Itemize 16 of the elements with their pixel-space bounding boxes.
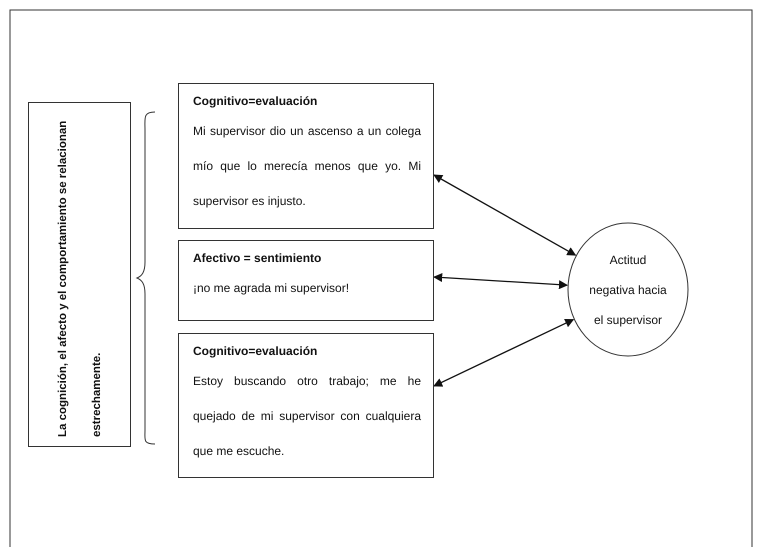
box-text: Mi supervisor dio un ascenso a un colega mío que lo merecía menos que yo. Mi supervisor es injusto. [193, 123, 421, 210]
box-heading: Cognitivo=evaluación [193, 343, 318, 360]
box-text: Estoy buscando otro trabajo; me he quejado de mi supervisor con cualquiera que me escuche. [193, 373, 421, 460]
node-text: Actitud negativa hacia el supervisor [588, 252, 668, 328]
box-heading: Afectivo = sentimiento [193, 250, 322, 267]
double-arrow [433, 318, 574, 387]
summary-box [28, 102, 131, 447]
double-arrow [433, 174, 576, 256]
component-box [178, 83, 434, 229]
summary-text: La cognición, el afecto y el comportamiento se relacionan estrechamente. [56, 120, 104, 437]
attitude-circle [567, 222, 689, 357]
box-text: ¡no me agrada mi supervisor! [193, 280, 350, 297]
double-arrow [433, 272, 568, 290]
box-heading: Cognitivo=evaluación [193, 93, 318, 110]
component-box [178, 333, 434, 478]
component-box [178, 240, 434, 321]
